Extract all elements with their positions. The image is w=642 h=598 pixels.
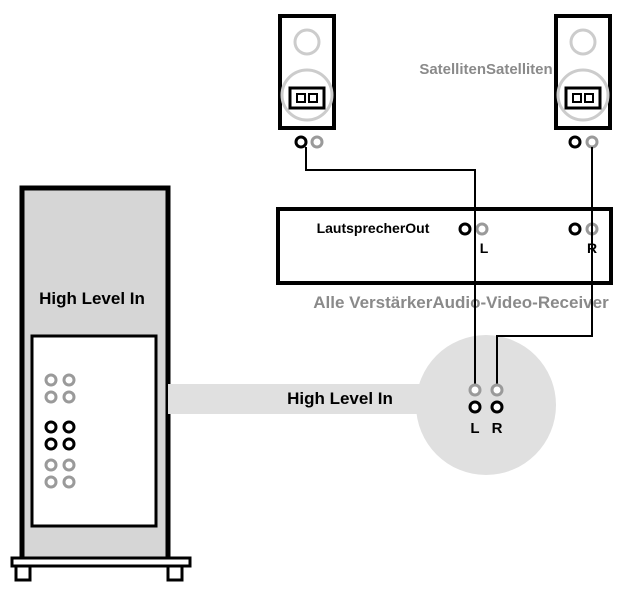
speaker-out-label: LautsprecherOut xyxy=(317,220,430,236)
wire-left xyxy=(305,147,476,384)
amplifier: LautsprecherOut L R xyxy=(276,207,613,285)
terminal-pair xyxy=(44,373,76,404)
amp-left-plus xyxy=(475,222,489,236)
minus-terminal xyxy=(294,135,308,149)
amp-right-minus xyxy=(568,222,582,236)
detail-terminals: L R xyxy=(468,383,504,437)
amp-left-label: L xyxy=(480,240,489,256)
subwoofer-panel-label: High Level In xyxy=(39,289,145,308)
satellite-speaker-left xyxy=(278,14,336,149)
detail-left-minus xyxy=(468,400,482,414)
detail-right-plus xyxy=(490,383,504,397)
minus-terminal xyxy=(568,135,582,149)
detail-right-minus xyxy=(490,400,504,414)
satellites-label: SatellitenSatelliten xyxy=(419,61,552,78)
connection-band xyxy=(168,384,428,414)
amp-left-minus xyxy=(458,222,472,236)
detail-left-plus xyxy=(468,383,482,397)
plus-terminal xyxy=(585,135,599,149)
subwoofer: High Level In xyxy=(10,185,192,582)
satellite-speaker-right xyxy=(554,14,612,149)
terminal-pair xyxy=(44,420,76,451)
connection-label: High Level In xyxy=(287,389,393,408)
amplifier-caption: Alle VerstärkerAudio-Video-Receiver xyxy=(313,293,609,312)
terminal-detail-circle xyxy=(416,335,556,475)
plus-terminal xyxy=(310,135,324,149)
speaker-wires xyxy=(305,147,593,384)
subwoofer-stand xyxy=(10,556,192,582)
detail-right-label: R xyxy=(492,420,503,437)
terminal-pair xyxy=(44,458,76,489)
wire-right xyxy=(496,147,593,384)
detail-left-label: L xyxy=(470,420,479,437)
